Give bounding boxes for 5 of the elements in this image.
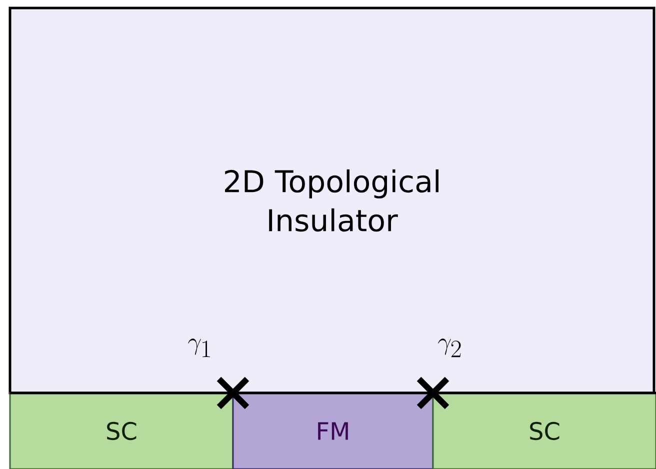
superconductor-box: SC — [9, 392, 234, 469]
gamma-label: $\gamma_1$ — [188, 338, 210, 358]
ferromagnet-box: FM — [232, 392, 434, 469]
gamma-label: $\gamma_2$ — [438, 338, 461, 358]
superconductor-box: SC — [432, 392, 656, 469]
